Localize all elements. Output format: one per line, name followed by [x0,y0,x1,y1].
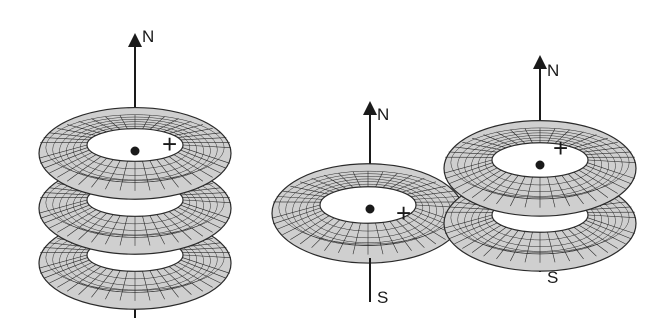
middle-south-label: S [377,288,388,307]
middle-center-dot [365,204,375,214]
middle-north-label: N [377,105,389,124]
right-center-dot [535,160,545,170]
right-north-label: N [547,61,559,80]
left-north-label: N [142,27,154,46]
left-torus-stack: N + [39,27,231,318]
left-center-dot [130,146,140,156]
left-plus-sign: + [162,129,177,159]
middle-plus-sign: + [396,198,411,228]
right-plus-sign: + [553,133,568,163]
right-torus-stack: N S + [444,61,636,287]
middle-torus-group: N S + [272,105,464,307]
right-south-label: S [547,268,558,287]
